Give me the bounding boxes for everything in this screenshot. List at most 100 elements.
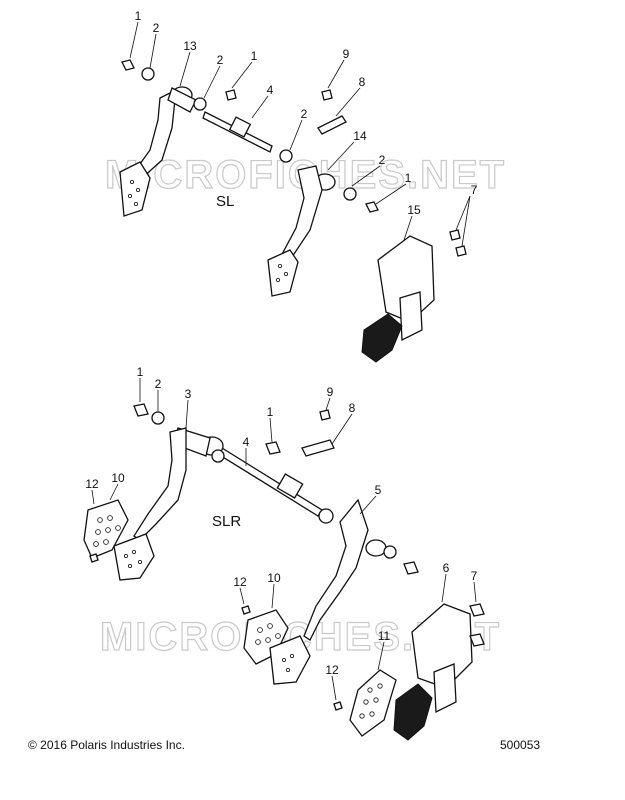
callout-9: 9	[343, 47, 350, 61]
callout-15: 15	[407, 203, 421, 217]
callout-6: 6	[443, 561, 450, 575]
leader	[461, 195, 471, 247]
pedal-pad-middle-slr	[269, 635, 311, 685]
callout-11: 11	[378, 629, 391, 643]
leader	[185, 399, 189, 429]
pivot-shaft-slr	[217, 447, 323, 517]
callout-3: 3	[185, 387, 192, 401]
screw-12-right	[333, 701, 343, 711]
callout-1: 1	[251, 49, 258, 63]
pad-hole	[363, 699, 369, 705]
pad-hole	[93, 541, 99, 547]
callout-10: 10	[111, 471, 125, 485]
slr-assembly	[83, 378, 485, 741]
nut-sl	[321, 89, 333, 101]
pedal-pad-right-sl	[267, 249, 299, 297]
pad-hole	[369, 711, 375, 717]
leader	[441, 573, 447, 603]
leader	[251, 95, 269, 119]
pedal-arm-left-slr	[133, 427, 187, 541]
callout-13: 13	[183, 39, 197, 53]
shaft-bracket-slr	[276, 473, 304, 499]
pad-hole	[135, 187, 140, 192]
leader	[403, 215, 413, 241]
callout-10: 10	[267, 571, 281, 585]
pedal-pad-11	[349, 669, 397, 737]
callout-12: 12	[85, 477, 99, 491]
callout-2: 2	[301, 107, 308, 121]
leader	[375, 183, 407, 205]
callout-12: 12	[233, 575, 247, 589]
pad-hole	[377, 683, 383, 689]
pad-hole	[289, 654, 294, 659]
pad-hole	[255, 639, 261, 645]
callout-1: 1	[135, 9, 142, 23]
throttle-housing-slr	[411, 603, 473, 689]
nut-slr-7b	[469, 633, 485, 647]
leader	[239, 587, 245, 605]
callout-4: 4	[243, 435, 250, 449]
pad-hole	[257, 627, 263, 633]
leader	[203, 65, 221, 99]
diagram-id: 500053	[500, 738, 541, 752]
pedal-pad-left-sl	[119, 161, 151, 217]
callout-12: 12	[325, 663, 339, 677]
washer-slr-4	[383, 545, 397, 559]
leader	[473, 581, 477, 603]
pad-hole	[133, 201, 138, 206]
clip-slr	[301, 439, 335, 457]
callout-1: 1	[137, 365, 144, 379]
pad-hole	[283, 271, 288, 276]
bolt-sl-2	[225, 89, 237, 101]
callout-2: 2	[153, 21, 160, 35]
nut-slr-7a	[469, 603, 485, 617]
leader	[327, 59, 345, 89]
washer-sl-3	[279, 149, 293, 163]
leader	[231, 61, 253, 89]
bolt-slr-3	[403, 561, 419, 575]
pad-hole	[285, 668, 290, 673]
sl-assembly	[119, 21, 471, 363]
callout-7: 7	[471, 183, 478, 197]
callout-2: 2	[217, 53, 224, 67]
pad-hole	[359, 713, 365, 719]
leader	[351, 165, 381, 187]
copyright-text: © 2016 Polaris Industries Inc.	[28, 738, 185, 752]
leader	[325, 397, 331, 411]
leader	[109, 483, 119, 501]
pedal-pad-left-slr	[113, 533, 155, 581]
washer-sl-1	[141, 67, 155, 81]
pivot-tube-right-slr	[365, 539, 387, 557]
pad-hole	[124, 554, 129, 559]
pad-hole	[267, 623, 273, 629]
washer-sl-4	[343, 187, 357, 201]
leader	[271, 583, 275, 609]
leader	[377, 641, 385, 671]
pad-hole	[367, 687, 373, 693]
callout-2: 2	[379, 153, 386, 167]
leader	[455, 195, 471, 231]
section-label-slr: SLR	[212, 513, 241, 530]
leader	[335, 87, 361, 117]
callout-14: 14	[353, 129, 367, 143]
callout-1: 1	[405, 171, 412, 185]
callout-8: 8	[359, 75, 366, 89]
pad-hole	[127, 564, 132, 569]
throttle-pedal-slr	[393, 683, 433, 741]
throttle-bracket-slr	[433, 663, 457, 714]
nut-sl-7b	[455, 245, 467, 257]
clip-sl	[317, 115, 347, 135]
callout-7: 7	[471, 569, 478, 583]
pad-hole	[277, 263, 282, 268]
pad-hole	[281, 658, 286, 663]
pad-hole	[275, 277, 280, 282]
bolt-slr-1	[133, 403, 149, 417]
leader	[129, 21, 139, 59]
leader	[269, 417, 273, 443]
washer-sl-2	[193, 97, 207, 111]
nut-slr	[319, 409, 331, 421]
pad-hole	[115, 525, 121, 531]
callout-5: 5	[375, 483, 382, 497]
bolt-sl-1	[121, 59, 135, 71]
